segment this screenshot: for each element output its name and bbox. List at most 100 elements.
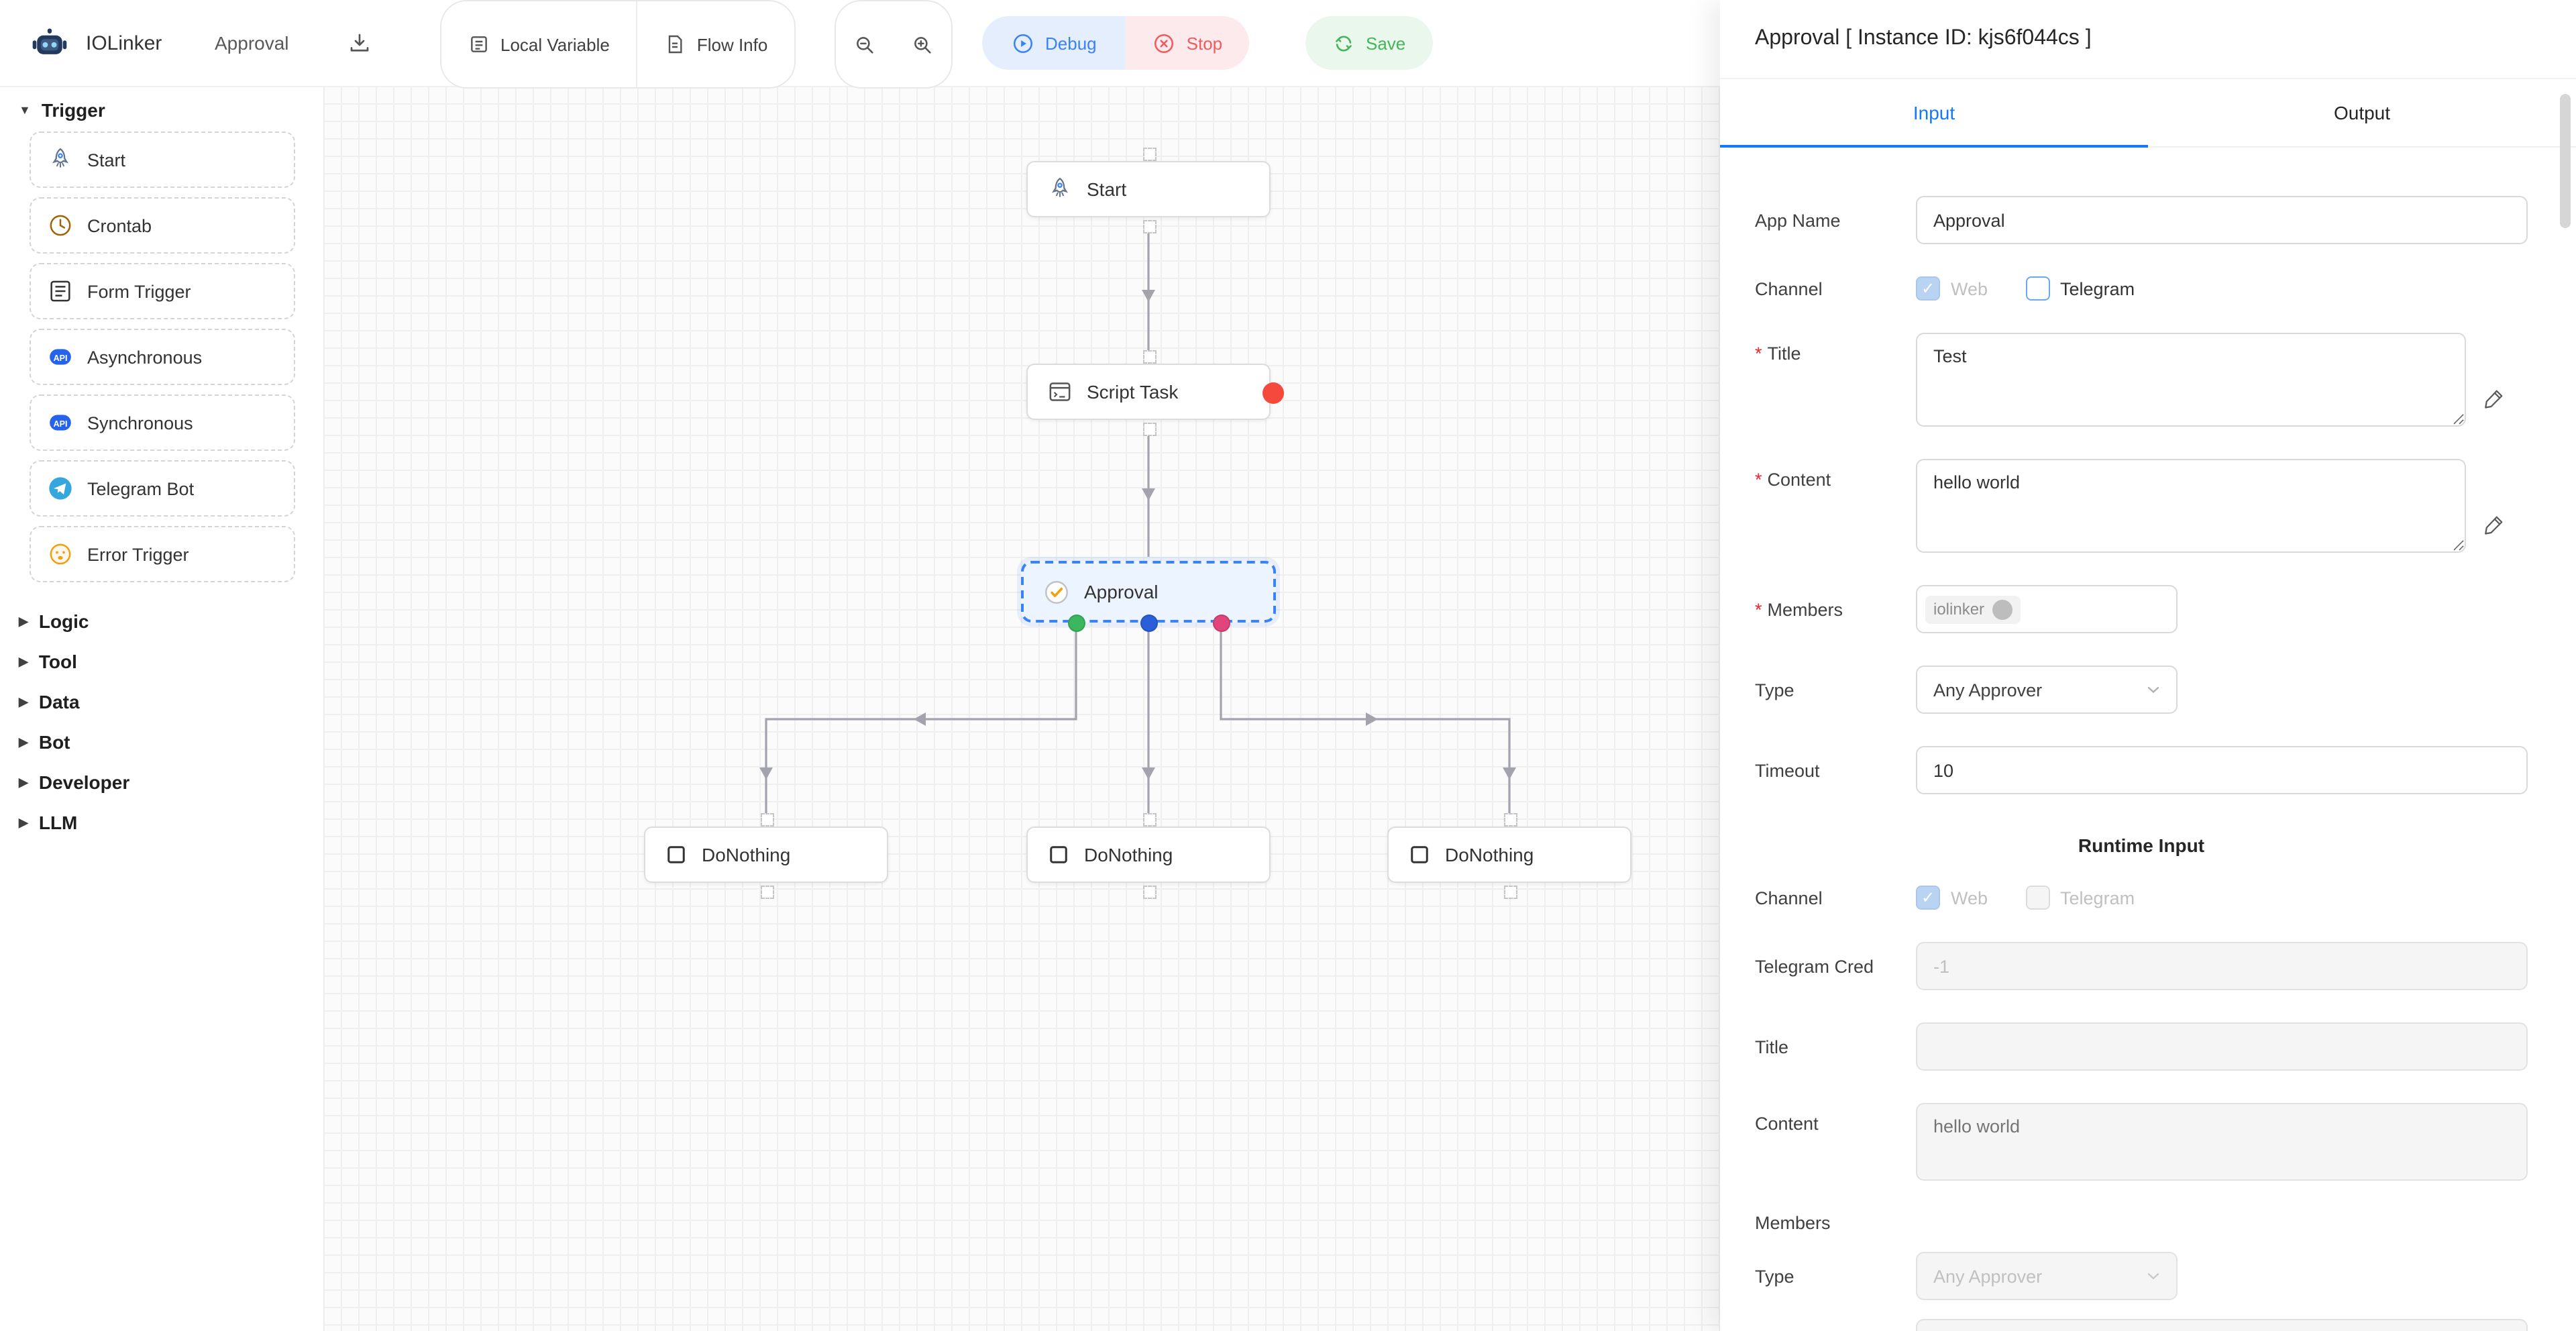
connection-handle[interactable] <box>1143 148 1157 161</box>
download-icon[interactable] <box>335 0 384 86</box>
error-badge[interactable] <box>1263 382 1284 404</box>
avatar <box>1992 599 2013 619</box>
node-donothing-middle[interactable]: DoNothing <box>1026 827 1271 883</box>
runtime-content-textarea <box>1916 1103 2528 1181</box>
approval-check-icon <box>1042 578 1071 606</box>
collapsed-sections: ▶ Logic ▶ Tool ▶ Data ▶ Bot ▶ Developer … <box>0 601 323 843</box>
telegram-checkbox[interactable] <box>2025 276 2050 301</box>
runtime-telegram-checkbox <box>2025 886 2050 910</box>
arrowhead <box>1142 488 1155 500</box>
palette-item-crontab[interactable]: Crontab <box>30 197 295 254</box>
pen-edit-icon[interactable] <box>2482 386 2506 411</box>
connection-handle[interactable] <box>1143 220 1157 233</box>
title-label: *Title <box>1755 343 1801 364</box>
connection-handle[interactable] <box>1504 886 1517 899</box>
node-start[interactable]: Start <box>1026 161 1271 217</box>
type-select[interactable]: Any Approver <box>1916 666 2178 714</box>
connection-handle[interactable] <box>1143 350 1157 364</box>
app-name-input[interactable] <box>1916 196 2528 244</box>
runtime-input-header: Runtime Input <box>2078 835 2205 856</box>
member-tag-label: iolinker <box>1933 600 1985 619</box>
rocket-icon <box>1046 176 1073 203</box>
checkbox-square-icon <box>1046 843 1071 867</box>
connection-handle[interactable] <box>761 886 774 899</box>
web-checkbox[interactable]: ✓ <box>1916 276 1940 301</box>
arrowhead <box>1503 767 1516 780</box>
members-tag-input[interactable]: iolinker <box>1916 585 2178 633</box>
flow-info-button[interactable]: Flow Info <box>637 1 795 87</box>
sidebar-section-developer[interactable]: ▶ Developer <box>0 762 323 802</box>
brand-name: IOLinker <box>86 32 162 54</box>
members-label: *Members <box>1755 599 1843 619</box>
node-donothing-right[interactable]: DoNothing <box>1387 827 1631 883</box>
approval-port-reject[interactable] <box>1213 615 1230 632</box>
telegram-icon <box>47 475 74 502</box>
palette-item-error-trigger[interactable]: Error Trigger <box>30 526 295 582</box>
form-icon <box>47 278 74 305</box>
runtime-type-row: Type Any Approver <box>1755 1252 2528 1300</box>
zoom-in-button[interactable] <box>894 1 951 87</box>
zoom-out-button[interactable] <box>836 1 894 87</box>
timeout-input[interactable] <box>1916 746 2528 794</box>
play-circle-icon <box>1012 32 1034 54</box>
palette-item-label: Telegram Bot <box>87 478 195 498</box>
runtime-type-select-value: Any Approver <box>1933 1266 2043 1286</box>
arrowhead <box>1142 290 1155 302</box>
sidebar-section-logic[interactable]: ▶ Logic <box>0 601 323 641</box>
panel-scrollbar[interactable] <box>2560 94 2571 228</box>
runtime-title-input <box>1916 1022 2528 1071</box>
node-approval-selected[interactable]: Approval <box>1021 561 1276 623</box>
connection-handle[interactable] <box>1143 886 1157 899</box>
node-script-task[interactable]: Script Task <box>1026 364 1271 420</box>
debug-button[interactable]: Debug <box>982 16 1126 70</box>
tab-input[interactable]: Input <box>1913 102 1955 123</box>
section-label: Logic <box>38 610 89 632</box>
connection-handle[interactable] <box>1143 813 1157 827</box>
member-tag: iolinker <box>1925 595 2021 623</box>
palette-item-asynchronous[interactable]: API Asynchronous <box>30 329 295 385</box>
palette-item-label: Synchronous <box>87 413 193 433</box>
runtime-title-row: Title <box>1755 1022 2528 1071</box>
runtime-timeout-row: Timeout <box>1755 1319 2528 1331</box>
pen-edit-icon[interactable] <box>2482 513 2506 537</box>
tab-output[interactable]: Output <box>2333 102 2391 123</box>
connection-handle[interactable] <box>761 813 774 827</box>
content-textarea[interactable]: hello world <box>1916 459 2466 553</box>
sidebar-section-data[interactable]: ▶ Data <box>0 682 323 722</box>
palette-item-start[interactable]: Start <box>30 131 295 188</box>
edge-approval-right <box>1220 631 1511 821</box>
title-textarea[interactable]: Test <box>1916 333 2466 427</box>
arrowhead <box>759 767 773 780</box>
approval-port-approve[interactable] <box>1068 615 1085 632</box>
save-button[interactable]: Save <box>1305 16 1433 70</box>
node-label: DoNothing <box>702 844 791 865</box>
zoom-group <box>835 0 953 89</box>
sidebar-section-trigger[interactable]: ▼ Trigger <box>0 86 323 131</box>
check-icon: ✓ <box>1921 279 1935 298</box>
node-donothing-left[interactable]: DoNothing <box>644 827 888 883</box>
palette-item-synchronous[interactable]: API Synchronous <box>30 394 295 451</box>
toolbar-variable-group: Local Variable Flow Info <box>440 0 796 89</box>
connection-handle[interactable] <box>1143 423 1157 436</box>
channel-label: Channel <box>1755 278 1823 299</box>
api-icon: API <box>47 409 74 436</box>
sidebar-section-bot[interactable]: ▶ Bot <box>0 722 323 762</box>
rocket-icon <box>47 146 74 173</box>
palette-item-telegram-bot[interactable]: Telegram Bot <box>30 460 295 517</box>
sidebar-section-tool[interactable]: ▶ Tool <box>0 641 323 682</box>
palette-item-form-trigger[interactable]: Form Trigger <box>30 263 295 319</box>
sidebar-section-llm[interactable]: ▶ LLM <box>0 802 323 843</box>
approval-port-default[interactable] <box>1140 615 1158 632</box>
connection-handle[interactable] <box>1504 813 1517 827</box>
flow-canvas[interactable]: Start Script Task Approval <box>323 86 1720 1331</box>
section-label: Trigger <box>41 99 105 121</box>
runtime-content-label: Content <box>1755 1114 1819 1134</box>
panel-tabs: Input Output <box>1720 79 2576 148</box>
close-circle-icon <box>1153 32 1176 54</box>
local-variable-button[interactable]: Local Variable <box>441 1 637 87</box>
runtime-channel-row: Channel ✓ Web Telegram <box>1755 886 2528 910</box>
palette-item-label: Start <box>87 150 126 170</box>
stop-button[interactable]: Stop <box>1126 16 1250 70</box>
active-tab-indicator <box>1720 145 2148 148</box>
